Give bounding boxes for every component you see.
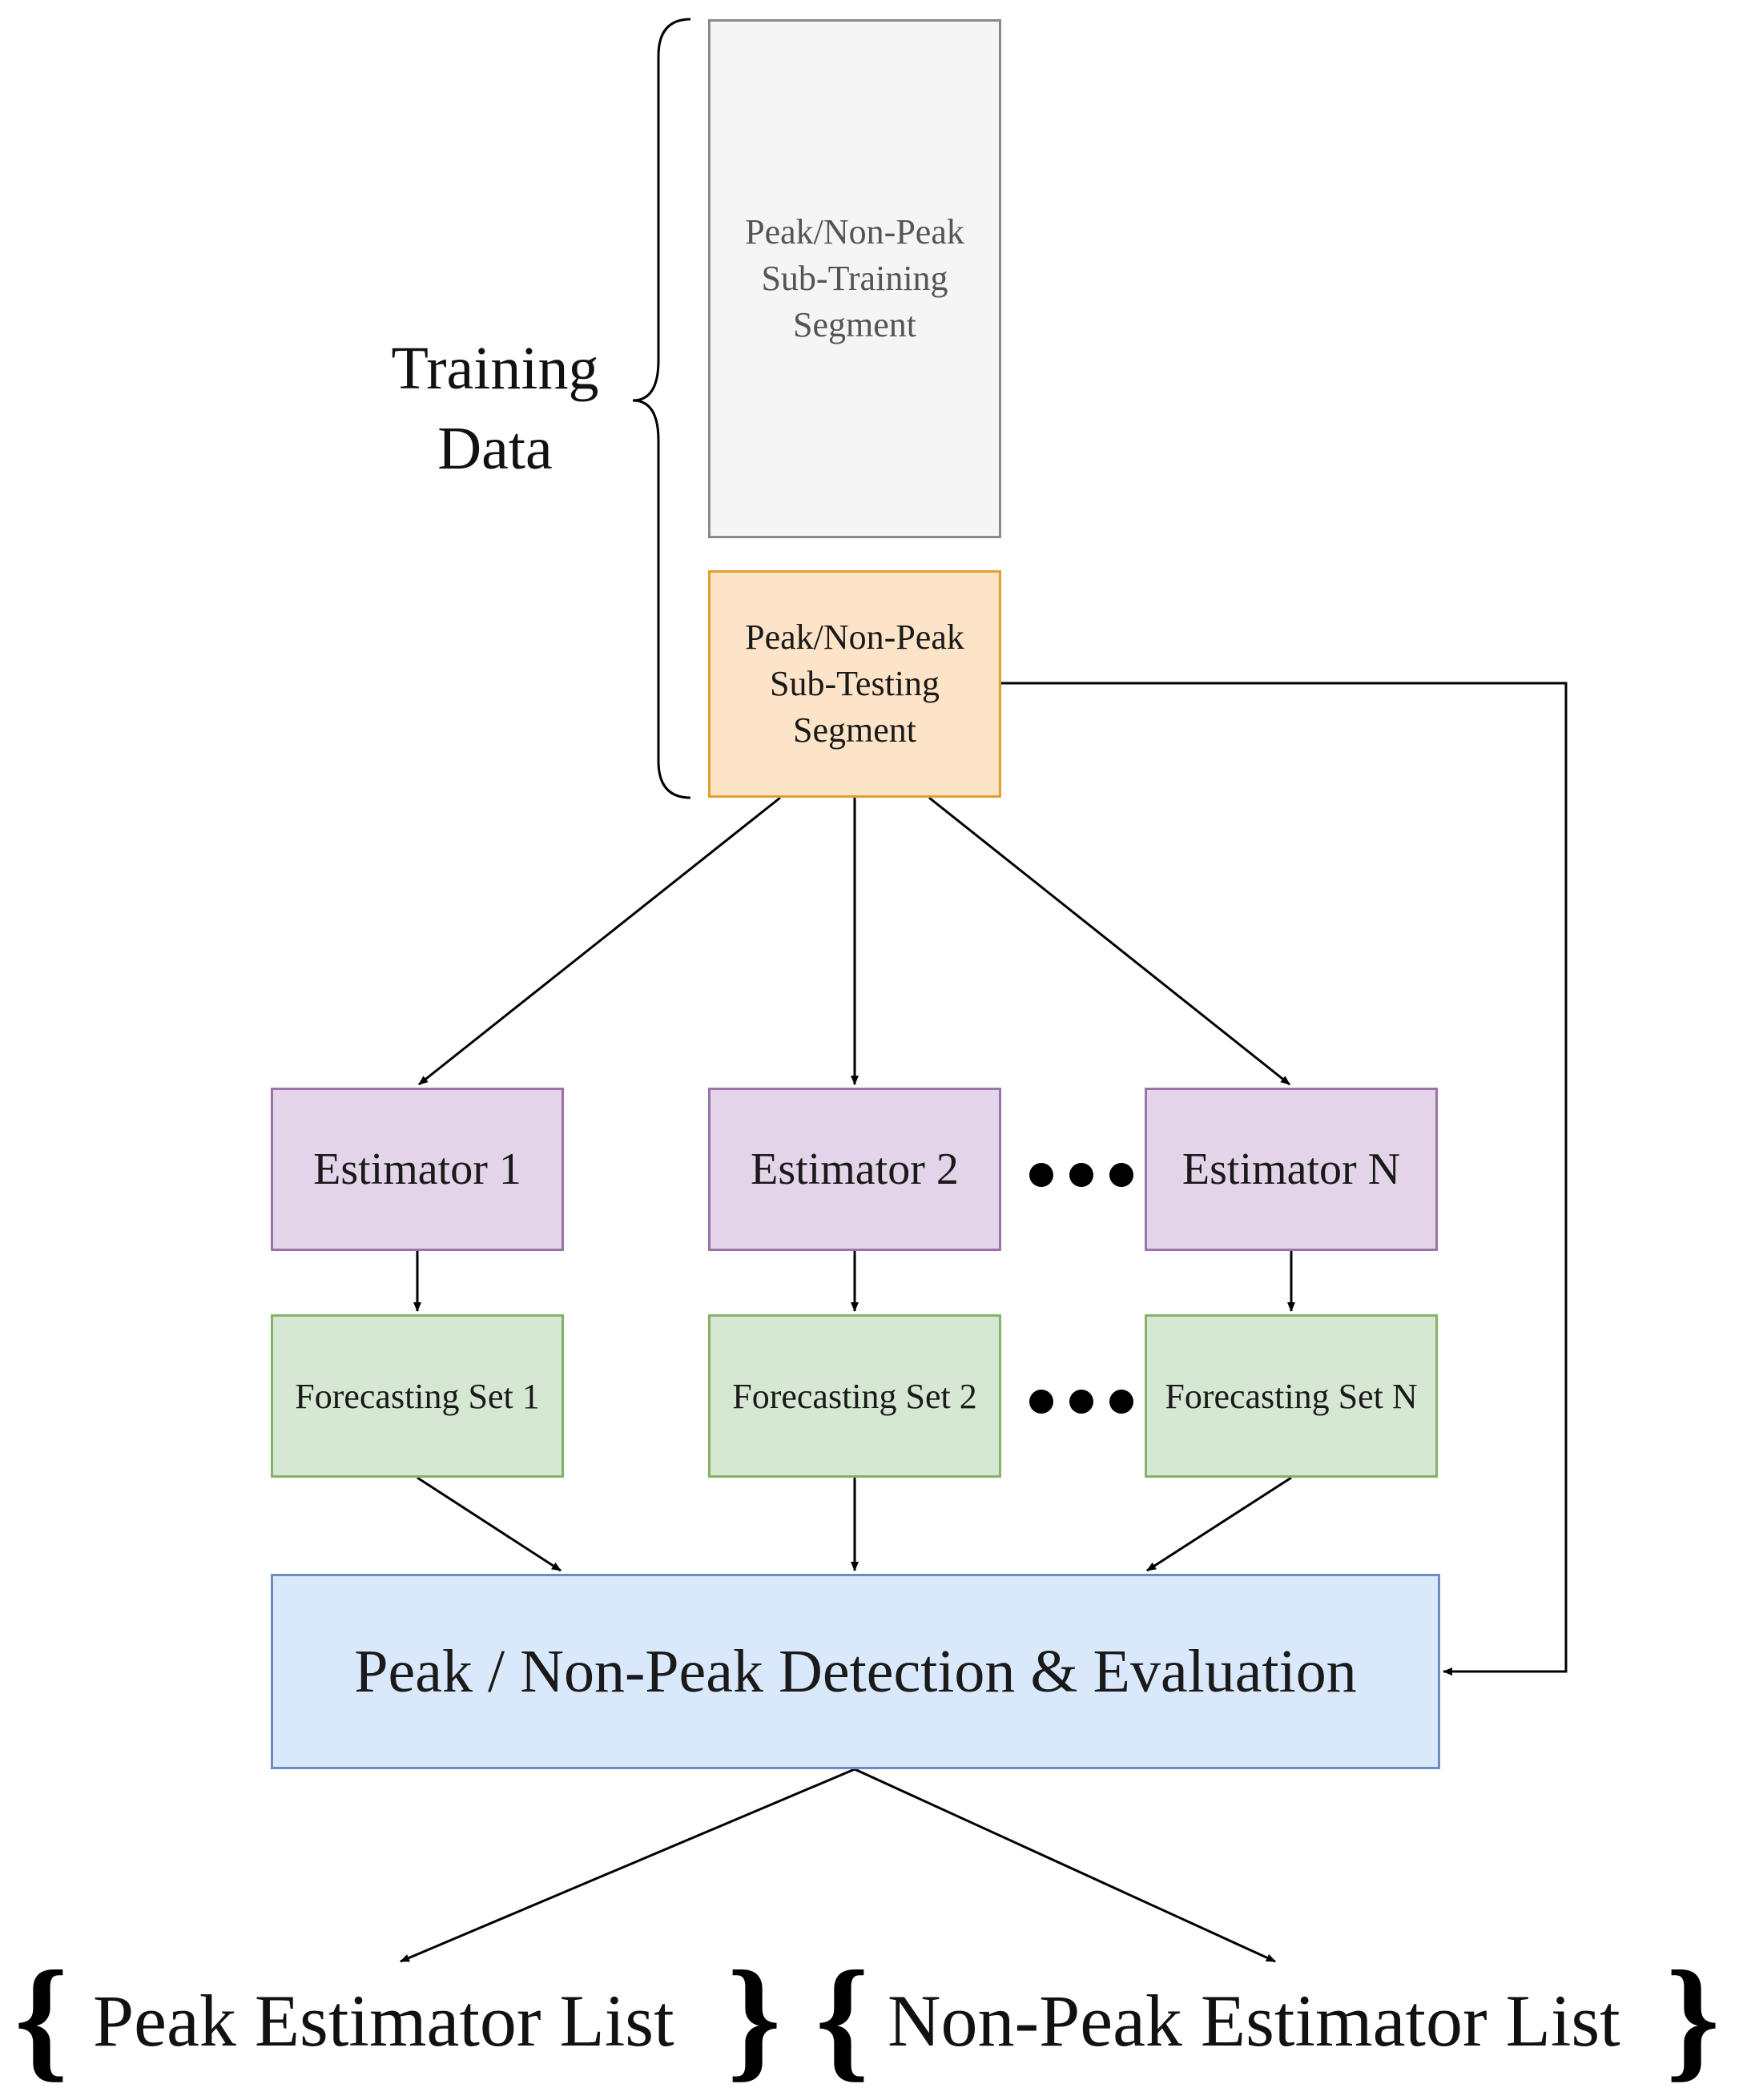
estimator-n-box: Estimator N [1145,1088,1438,1251]
arrow-testing-to-evaluation [1001,682,1568,1676]
arrow-testing-to-estimator-1 [418,796,781,1086]
non-peak-estimator-list: Non-Peak Estimator List [888,1980,1620,2062]
estimator-2-box: Estimator 2 [708,1088,1001,1251]
estimator-ellipsis [1029,1159,1133,1191]
arrow-forecast-n-to-evaluation [1146,1476,1292,1572]
training-data-brace [632,18,691,799]
sub-testing-segment: Peak/Non-Peak Sub-Testing Segment [708,570,1001,798]
estimator-1-box: Estimator 1 [271,1088,564,1251]
ellipsis-dot [1069,1390,1093,1414]
non-peak-list-close-brace: } [1666,1943,1720,2094]
arrow-evaluation-to-non-peak-list [854,1768,1276,1963]
peak-list-close-brace: } [727,1943,781,2094]
non-peak-list-open-brace: { [815,1943,869,2094]
peak-list-open-brace: { [14,1943,68,2094]
arrow-evaluation-to-peak-list [400,1768,855,1963]
forecasting-ellipsis [1029,1386,1133,1418]
forecasting-set-n-box: Forecasting Set N [1145,1314,1438,1478]
peak-estimator-list: Peak Estimator List [93,1980,674,2062]
ellipsis-dot [1109,1390,1133,1414]
ellipsis-dot [1029,1163,1053,1187]
ellipsis-dot [1029,1390,1053,1414]
training-data-label: Training Data [391,335,599,482]
arrow-testing-to-estimator-n [928,796,1290,1086]
ellipsis-dot [1069,1163,1093,1187]
sub-training-segment: Peak/Non-Peak Sub-Training Segment [708,19,1001,538]
arrow-forecast-1-to-evaluation [417,1476,562,1572]
forecasting-set-2-box: Forecasting Set 2 [708,1314,1001,1478]
forecasting-set-1-box: Forecasting Set 1 [271,1314,564,1478]
ellipsis-dot [1109,1163,1133,1187]
detection-evaluation-box: Peak / Non-Peak Detection & Evaluation [271,1574,1440,1769]
